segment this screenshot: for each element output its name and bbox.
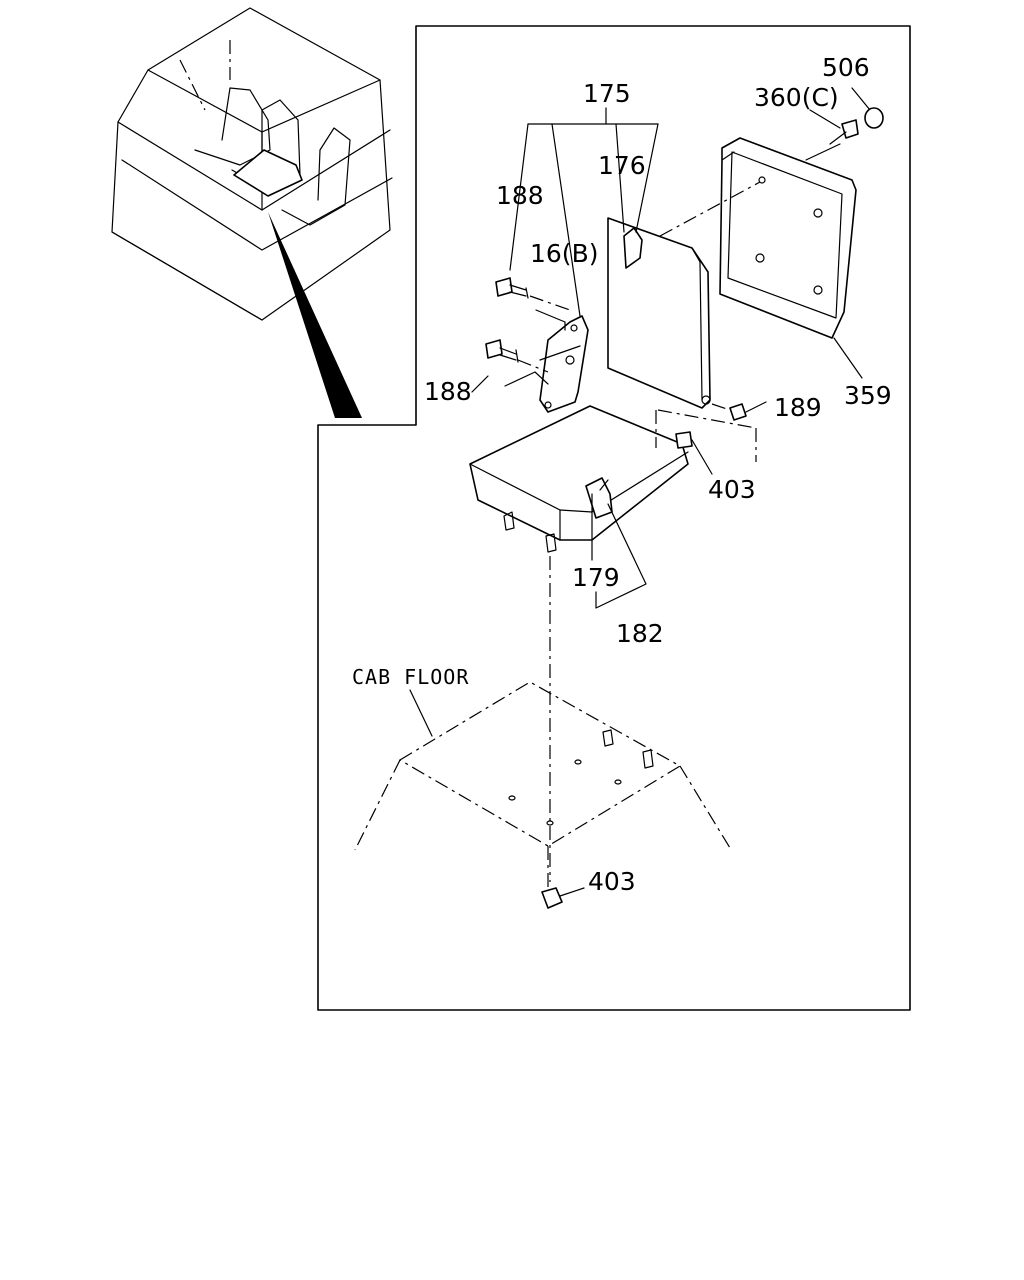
part-506-cap <box>864 107 884 129</box>
label-360c: 360(C) <box>754 83 839 112</box>
label-189: 189 <box>774 393 822 422</box>
part-359-tray <box>719 137 863 379</box>
detail-frame <box>317 25 911 1011</box>
label-182: 182 <box>616 619 664 648</box>
pointer-wedge <box>268 212 362 418</box>
part-176-control-unit <box>607 181 761 409</box>
seat-base <box>469 405 757 609</box>
label-16b: 16(B) <box>530 239 598 268</box>
label-506: 506 <box>822 53 870 82</box>
part-188-bolts <box>485 277 571 387</box>
label-188-upper: 188 <box>496 181 544 210</box>
label-176: 176 <box>598 151 646 180</box>
label-403-lower: 403 <box>588 867 636 896</box>
label-403-upper: 403 <box>708 475 756 504</box>
label-179: 179 <box>572 563 620 592</box>
part-16b-bracket <box>539 315 589 413</box>
leader-lines <box>471 87 871 393</box>
label-359: 359 <box>844 381 892 410</box>
label-188-lower: 188 <box>424 377 472 406</box>
label-175: 175 <box>583 79 631 108</box>
cab-overview <box>111 7 393 418</box>
label-cab-floor: CAB FLOOR <box>352 665 469 689</box>
part-189-nut <box>711 401 767 421</box>
part-360c-screw <box>805 119 859 161</box>
cab-floor <box>354 681 731 909</box>
